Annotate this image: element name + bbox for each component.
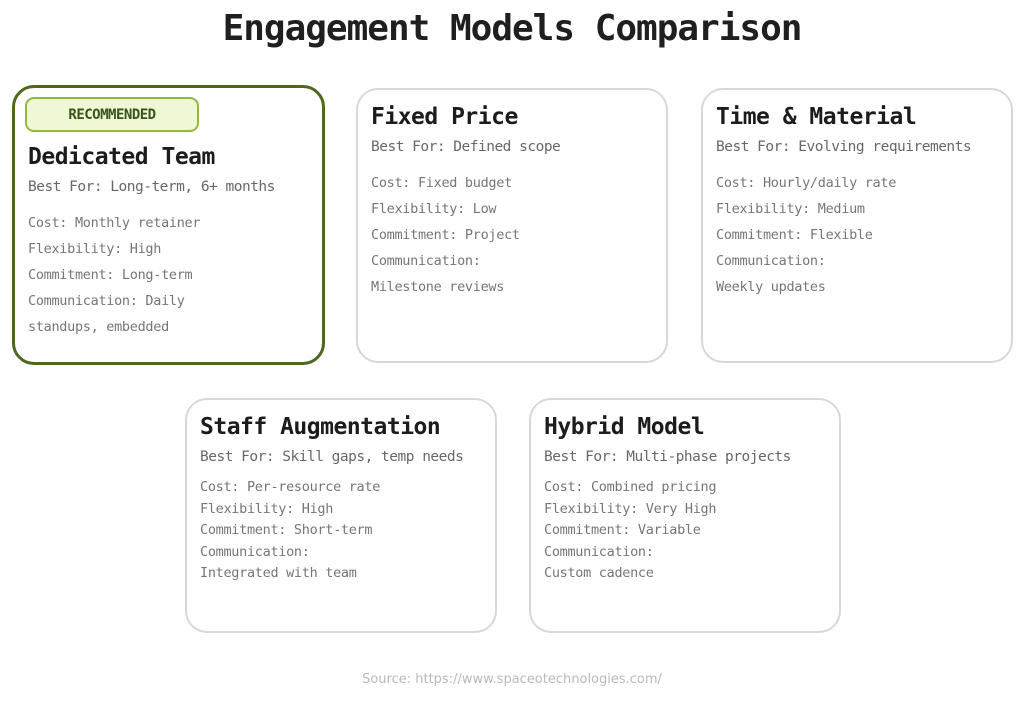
detail-line-communication: Communication: Daily <box>28 293 185 309</box>
detail-line-cost: Cost: Combined pricing <box>544 479 717 495</box>
detail-line-cost: Cost: Per-resource rate <box>200 479 381 495</box>
card-dedicated-team: RECOMMENDED Dedicated Team Best For: Lon… <box>12 85 325 365</box>
detail-line-flexibility: Flexibility: Very High <box>544 500 717 517</box>
detail-line-flexibility: Flexibility: Low <box>371 201 497 217</box>
detail-line-communication: Communication: <box>716 253 826 269</box>
detail-line-communication-cont: Custom cadence <box>544 565 654 581</box>
card-title-time-and-material: Time & Material <box>716 104 917 130</box>
card-details: Cost: Combined pricing Flexibility: Very… <box>544 477 827 585</box>
detail-line-communication-cont: Integrated with team <box>200 565 357 581</box>
best-for-line: Best For: Multi-phase projects <box>544 449 791 465</box>
detail-line-communication: Communication: <box>544 543 654 560</box>
detail-line-commitment: Commitment: Short-term <box>200 522 373 538</box>
card-details: Cost: Hourly/daily rate Flexibility: Med… <box>716 170 999 300</box>
detail-line-communication: Communication: <box>371 253 481 269</box>
card-title-fixed-price: Fixed Price <box>371 104 518 130</box>
detail-line-cost: Cost: Hourly/daily rate <box>716 175 897 191</box>
card-title-dedicated-team: Dedicated Team <box>28 144 215 170</box>
page-title: Engagement Models Comparison <box>222 8 803 49</box>
card-fixed-price: Fixed Price Best For: Defined scope Cost… <box>356 88 668 363</box>
card-time-and-material: Time & Material Best For: Evolving requi… <box>701 88 1013 363</box>
card-title-staff-augmentation: Staff Augmentation <box>200 414 441 440</box>
card-details: Cost: Fixed budget Flexibility: Low Comm… <box>371 170 654 300</box>
detail-line-commitment: Commitment: Long-term <box>28 267 193 283</box>
detail-line-cost: Cost: Monthly retainer <box>28 215 201 231</box>
detail-line-cost: Cost: Fixed budget <box>371 175 512 191</box>
detail-line-communication-cont: standups, embedded <box>28 319 169 335</box>
best-for-line: Best For: Evolving requirements <box>716 139 972 155</box>
detail-line-flexibility: Flexibility: High <box>28 241 162 257</box>
detail-line-commitment: Commitment: Project <box>371 227 520 243</box>
detail-line-communication-cont: Milestone reviews <box>371 279 505 295</box>
detail-line-communication-cont: Weekly updates <box>716 279 826 295</box>
recommended-badge-label: RECOMMENDED <box>68 106 156 123</box>
detail-line-communication: Communication: <box>200 543 310 560</box>
card-title-hybrid-model: Hybrid Model <box>544 414 705 440</box>
recommended-badge: RECOMMENDED <box>25 97 199 132</box>
detail-line-flexibility: Flexibility: Medium <box>716 201 865 217</box>
card-hybrid-model: Hybrid Model Best For: Multi-phase proje… <box>529 398 841 633</box>
detail-line-flexibility: Flexibility: High <box>200 500 334 517</box>
card-staff-augmentation: Staff Augmentation Best For: Skill gaps,… <box>185 398 497 633</box>
best-for-line: Best For: Long-term, 6+ months <box>28 179 275 195</box>
best-for-line: Best For: Defined scope <box>371 139 561 155</box>
card-details: Cost: Monthly retainer Flexibility: High… <box>28 210 310 340</box>
card-details: Cost: Per-resource rate Flexibility: Hig… <box>200 477 483 585</box>
best-for-line: Best For: Skill gaps, temp needs <box>200 449 464 465</box>
detail-line-commitment: Commitment: Variable <box>544 522 701 538</box>
source-note: Source: https://www.spaceotechnologies.c… <box>362 672 662 687</box>
detail-line-commitment: Commitment: Flexible <box>716 227 873 243</box>
